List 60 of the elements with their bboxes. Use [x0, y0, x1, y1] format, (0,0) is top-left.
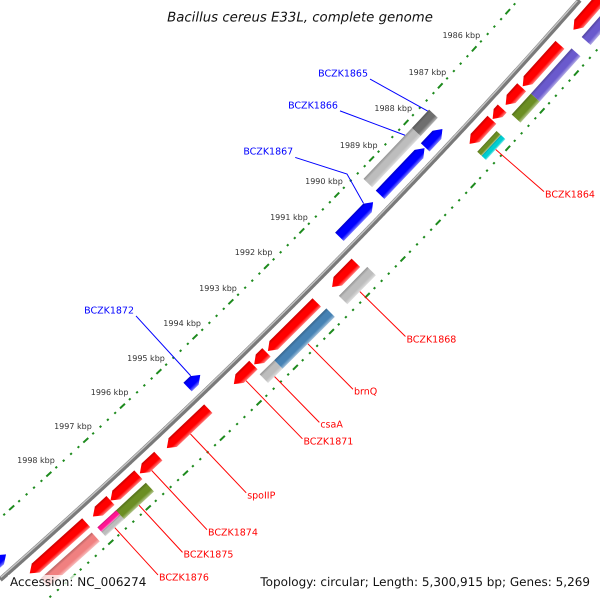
gene-feature — [522, 40, 580, 102]
scale-label: 1995 kbp — [127, 354, 165, 363]
gene-label: BCZK1868 — [406, 334, 456, 344]
gene-label: brnQ — [354, 387, 378, 397]
scale-label: 1992 kbp — [234, 249, 272, 258]
scale-label: 1993 kbp — [199, 284, 237, 293]
leader-line — [190, 434, 247, 494]
map-title: Bacillus cereus E33L, complete genome — [167, 11, 433, 25]
leader-line — [114, 527, 158, 576]
gene-label: BCZK1864 — [545, 190, 595, 200]
scale-label: 1986 kbp — [442, 32, 480, 40]
gene-feature — [140, 452, 162, 474]
leader-line — [359, 291, 406, 338]
gene-label: BCZK1874 — [208, 528, 258, 538]
scale-label: 1990 kbp — [305, 178, 343, 186]
leader-line — [274, 376, 320, 423]
gene-feature — [412, 110, 442, 152]
scale-label: 1989 kbp — [340, 142, 378, 150]
leader-line — [495, 149, 545, 192]
gene-label: BCZK1875 — [184, 550, 234, 560]
leader-line — [307, 343, 354, 390]
gene-feature — [470, 116, 506, 160]
genome-stats-text: Topology: circular; Length: 5,300,915 bp; Genes: 5,269 — [258, 575, 592, 589]
gene-feature — [573, 0, 600, 45]
scale-label: 1991 kbp — [270, 214, 308, 222]
leader-line — [136, 315, 192, 376]
scale-label: 1988 kbp — [374, 105, 412, 114]
accession-text: Accession: NC_006274 — [8, 575, 148, 589]
gene-feature — [0, 554, 6, 568]
gene-feature — [364, 128, 425, 199]
scale-label: 1998 kbp — [17, 457, 55, 466]
gene-feature — [335, 202, 374, 241]
gene-feature — [234, 360, 258, 384]
gene-label: csaA — [320, 420, 343, 430]
gene-feature — [110, 470, 154, 521]
gene-feature — [492, 104, 507, 120]
scale-label: 1994 kbp — [163, 320, 201, 328]
gene-label: BCZK1871 — [303, 437, 354, 447]
leader-line — [138, 504, 184, 553]
gene-feature — [254, 348, 283, 383]
gene-label: spoIIP — [247, 491, 276, 501]
gene-label: BCZK1866 — [288, 101, 338, 111]
leader-line — [340, 110, 406, 136]
gene-feature — [166, 404, 212, 448]
scale-label: 1996 kbp — [90, 389, 128, 398]
scale-label: 1987 kbp — [408, 68, 446, 77]
scale-label: 1997 kbp — [54, 423, 92, 432]
gene-label: BCZK1867 — [243, 148, 294, 158]
gene-feature — [506, 83, 540, 123]
gene-feature — [332, 258, 376, 304]
gene-feature — [183, 374, 200, 392]
gene-label: BCZK1876 — [158, 573, 209, 583]
leader-line — [370, 78, 428, 112]
leader-line — [246, 380, 303, 440]
gene-feature — [92, 496, 124, 536]
gene-label: BCZK1872 — [84, 306, 134, 316]
leader-line — [151, 470, 208, 530]
gene-feature — [268, 298, 335, 369]
gene-label: BCZK1865 — [318, 69, 368, 79]
leader-line — [294, 156, 364, 204]
